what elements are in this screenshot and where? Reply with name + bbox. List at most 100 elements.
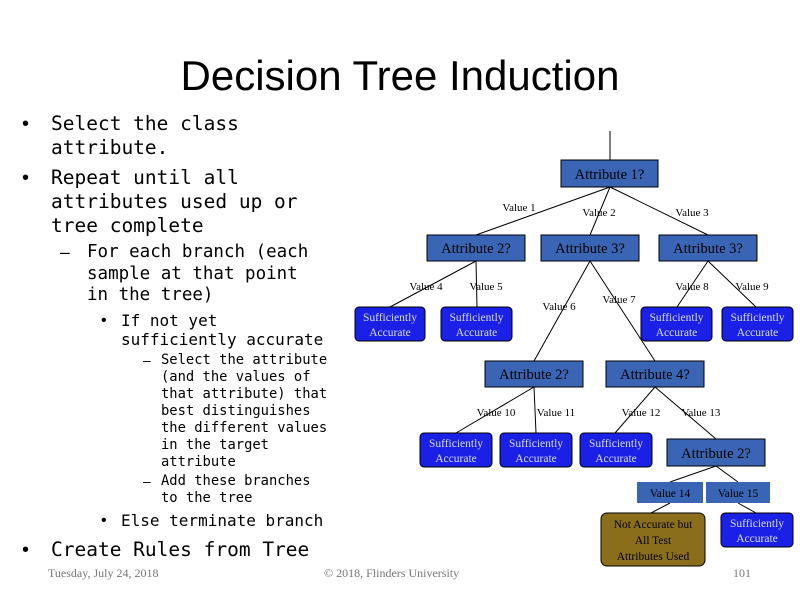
value-label: Value 7 bbox=[602, 294, 636, 306]
footer-page-number: 101 bbox=[733, 566, 751, 580]
attribute-label: Attribute 1? bbox=[575, 167, 645, 183]
bullet-line: For each branch (each bbox=[87, 242, 309, 262]
leaf-label: Accurate bbox=[435, 453, 477, 465]
value-label: Value 12 bbox=[622, 407, 661, 419]
leaf-label: Accurate bbox=[737, 327, 779, 339]
value-label: Value 4 bbox=[409, 281, 443, 293]
leaf-label: Accurate bbox=[456, 327, 498, 339]
leaf-label: Sufficiently bbox=[509, 438, 563, 450]
value-label: Value 9 bbox=[735, 281, 769, 293]
leaf-sufficiently-accurate: Sufficiently Accurate bbox=[720, 512, 794, 548]
value-box: Value 15 bbox=[706, 482, 770, 503]
value-label: Value 5 bbox=[469, 281, 503, 293]
bullet-marker: – bbox=[60, 242, 70, 262]
bullet-line: tree complete bbox=[51, 214, 204, 237]
bullet-marker: – bbox=[143, 353, 151, 368]
leaf-label: Accurate bbox=[515, 453, 557, 465]
leaf-label: Sufficiently bbox=[363, 312, 417, 324]
leaf-sufficiently-accurate: Sufficiently Accurate bbox=[440, 306, 513, 342]
leaf-label: All Test bbox=[635, 535, 672, 547]
bullet-select-attribute: Select the attribute (and the values of … bbox=[161, 352, 327, 471]
value-box-label: Value 15 bbox=[718, 488, 759, 500]
attribute-label: Attribute 2? bbox=[681, 446, 751, 462]
value-label: Value 3 bbox=[675, 207, 709, 219]
bullet-line: attribute. bbox=[51, 136, 169, 159]
leaf-sufficiently-accurate: Sufficiently Accurate bbox=[579, 432, 653, 468]
leaf-label: Not Accurate but bbox=[614, 519, 693, 531]
bullet-line: best distinguishes bbox=[161, 403, 311, 419]
leaf-label: Accurate bbox=[595, 453, 637, 465]
bullet-line: Select the attribute bbox=[161, 352, 328, 368]
value-label: Value 2 bbox=[582, 207, 615, 219]
leaf-label: Accurate bbox=[656, 327, 698, 339]
attribute-node: Attribute 3? bbox=[540, 234, 640, 262]
leaf-not-accurate: Not Accurate but All Test Attributes Use… bbox=[600, 512, 706, 567]
tree-edges bbox=[389, 131, 757, 514]
attribute-node: Attribute 2? bbox=[484, 360, 584, 388]
slide-title: Decision Tree Induction bbox=[180, 52, 620, 99]
bullet-line: in the target bbox=[161, 437, 269, 453]
bullet-marker: • bbox=[22, 539, 30, 561]
value-label: Value 11 bbox=[537, 407, 575, 419]
attribute-node: Attribute 4? bbox=[605, 360, 705, 388]
leaf-label: Attributes Used bbox=[617, 551, 690, 563]
attribute-label: Attribute 4? bbox=[620, 367, 690, 383]
bullet-line: Else terminate branch bbox=[121, 511, 324, 530]
bullet-marker: • bbox=[22, 167, 30, 189]
leaf-sufficiently-accurate: Sufficiently Accurate bbox=[499, 432, 573, 468]
footer-copyright: © 2018, Flinders University bbox=[324, 566, 460, 580]
attribute-label: Attribute 2? bbox=[499, 367, 569, 383]
bullet-marker: – bbox=[143, 474, 151, 489]
bullet-line: that attribute) that bbox=[161, 386, 328, 402]
attribute-label: Attribute 2? bbox=[441, 241, 511, 257]
value-box-label: Value 14 bbox=[650, 488, 691, 500]
bullet-line: sufficiently accurate bbox=[121, 330, 324, 349]
bullet-line: sample at that point bbox=[87, 263, 298, 284]
leaf-label: Sufficiently bbox=[449, 312, 503, 324]
bullet-line: Create Rules from Tree bbox=[51, 538, 310, 561]
bullet-marker: • bbox=[101, 312, 107, 329]
leaf-sufficiently-accurate: Sufficiently Accurate bbox=[354, 306, 426, 342]
bullet-marker: • bbox=[101, 512, 107, 529]
bullet-line: If not yet bbox=[121, 311, 218, 330]
bullet-line: (and the values of bbox=[161, 369, 311, 385]
leaf-sufficiently-accurate: Sufficiently Accurate bbox=[640, 306, 713, 342]
bullet-line: Repeat until all bbox=[51, 166, 239, 189]
bullet-for-each-branch: For each branch (each sample at that poi… bbox=[87, 242, 308, 307]
leaf-label: Sufficiently bbox=[730, 312, 784, 324]
bullet-line: to the tree bbox=[161, 490, 253, 506]
bullet-line: attribute bbox=[161, 454, 236, 470]
leaf-label: Sufficiently bbox=[429, 438, 483, 450]
leaf-label: Sufficiently bbox=[649, 312, 703, 324]
value-label: Value 1 bbox=[502, 202, 535, 214]
bullet-line: the different values bbox=[161, 420, 328, 436]
value-label: Value 10 bbox=[477, 407, 516, 419]
leaf-label: Sufficiently bbox=[589, 438, 643, 450]
value-label: Value 13 bbox=[682, 407, 721, 419]
bullet-line: in the tree) bbox=[87, 285, 214, 305]
bullet-else-terminate: Else terminate branch bbox=[121, 511, 323, 530]
bullet-select-class: Select the class attribute. bbox=[51, 112, 239, 160]
leaf-sufficiently-accurate: Sufficiently Accurate bbox=[419, 432, 493, 468]
leaf-label: Sufficiently bbox=[730, 518, 784, 530]
bullet-if-not-yet: If not yet sufficiently accurate bbox=[121, 311, 323, 349]
bullet-repeat-until: Repeat until all attributes used up or t… bbox=[51, 166, 298, 238]
footer-date: Tuesday, July 24, 2018 bbox=[48, 566, 159, 580]
attribute-label: Attribute 3? bbox=[555, 241, 625, 257]
bullet-line: Select the class bbox=[51, 112, 239, 135]
attribute-node: Attribute 2? bbox=[666, 438, 766, 467]
bullet-add-branches: Add these branches to the tree bbox=[161, 473, 311, 507]
attribute-node: Attribute 2? bbox=[426, 234, 526, 262]
bullet-line: Add these branches bbox=[161, 473, 311, 489]
leaf-label: Accurate bbox=[369, 327, 411, 339]
attribute-node: Attribute 1? bbox=[560, 159, 659, 188]
leaf-sufficiently-accurate: Sufficiently Accurate bbox=[721, 306, 794, 342]
bullet-line: attributes used up or bbox=[51, 190, 298, 213]
attribute-node: Attribute 3? bbox=[658, 234, 758, 262]
value-label: Value 8 bbox=[675, 281, 709, 293]
attribute-label: Attribute 3? bbox=[673, 241, 743, 257]
bullet-create-rules: Create Rules from Tree bbox=[51, 538, 309, 562]
value-box: Value 14 bbox=[637, 482, 703, 503]
